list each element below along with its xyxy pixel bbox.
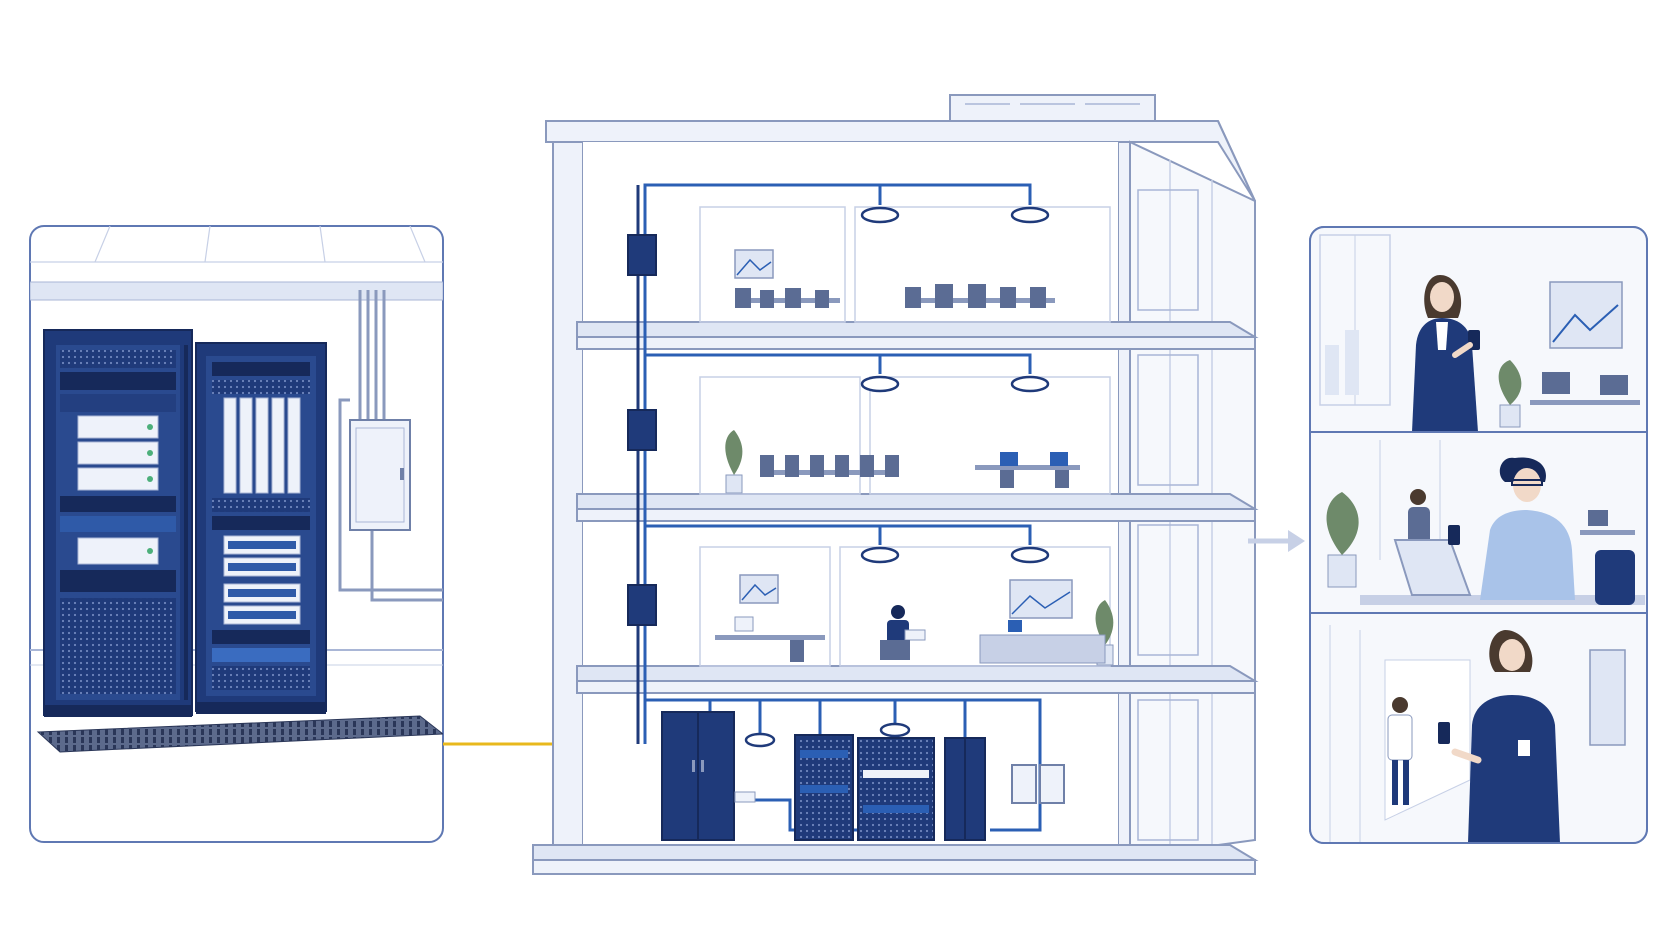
scene-desk-laptop	[1310, 433, 1647, 613]
users-panel	[1310, 227, 1647, 843]
server-unit	[60, 350, 176, 694]
server-rack-icon	[196, 343, 326, 714]
server-room-panel	[30, 226, 443, 842]
scene-office-phone	[1310, 227, 1647, 432]
arrow-right-icon	[1248, 530, 1305, 552]
server-rack-icon	[945, 738, 985, 840]
server-rack-icon	[795, 735, 853, 840]
server-rack-icon	[44, 330, 192, 717]
electrical-cabinet	[662, 712, 734, 840]
building-cross-section	[533, 95, 1255, 874]
patch-panel-columns	[224, 398, 300, 493]
electrical-panel-icon	[350, 420, 410, 530]
rooftop-unit	[950, 95, 1155, 121]
server-rack-icon	[858, 738, 934, 840]
scene-hallway-nurse	[1310, 614, 1647, 843]
